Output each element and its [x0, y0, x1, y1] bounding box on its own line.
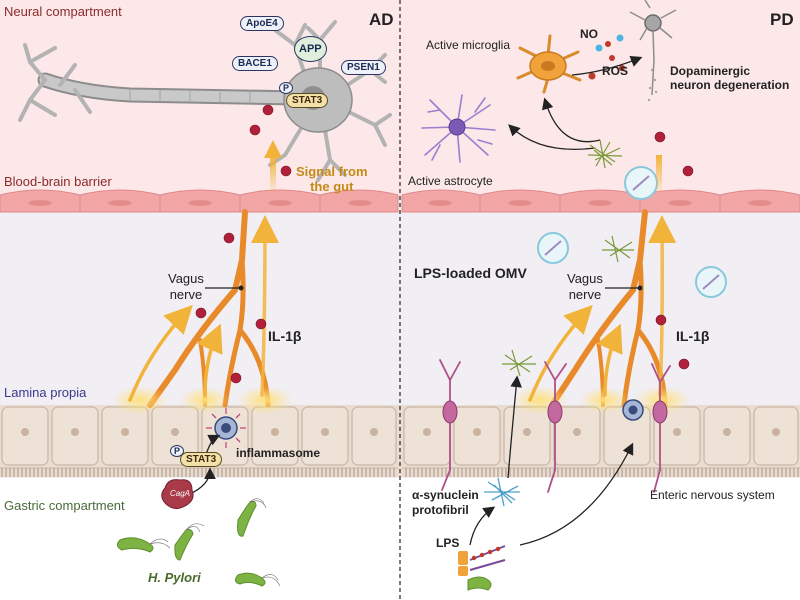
- no-label: NO: [580, 27, 598, 41]
- pd-disease-label: PD: [770, 10, 794, 29]
- alpha-synuclein-fibril: [484, 477, 520, 507]
- apoe4-label: ApoE4: [240, 16, 284, 31]
- pd-vagus-line1: Vagus: [567, 271, 603, 286]
- pd-signal-arrow: [656, 155, 662, 195]
- dopaminergic-line1: Dopaminergic: [670, 64, 751, 78]
- app-label: APP: [294, 36, 327, 62]
- lamina-propria-label: Lamina propia: [4, 385, 87, 400]
- ad-il1b-label: IL-1β: [268, 328, 302, 344]
- synuclein-to-astrocyte-arrow: [508, 124, 596, 151]
- ad-disease-label: AD: [369, 10, 394, 29]
- psen1-label: PSEN1: [341, 60, 386, 75]
- neural-compartment-label: Neural compartment: [4, 4, 122, 19]
- ad-yellow-arrows: [128, 215, 279, 402]
- enteric-nervous-system-label: Enteric nervous system: [650, 488, 775, 502]
- gut-stat3-label: STAT3: [180, 452, 223, 467]
- ad-vagus-line1: Vagus: [168, 271, 204, 286]
- neuron-phospho-label: P: [279, 82, 294, 94]
- dopaminergic-line2: neuron degeneration: [670, 78, 790, 92]
- ad-il1b-dots: [195, 104, 292, 384]
- ad-signal-arrow: [264, 140, 282, 195]
- active-microglia-cell: [516, 34, 582, 94]
- lps-omv-bubbles: [537, 166, 727, 298]
- active-microglia-label: Active microglia: [426, 38, 511, 52]
- signal-from-gut-label: Signal from the gut: [296, 164, 368, 194]
- synuclein-to-microglia-arrow: [542, 97, 601, 143]
- lps-to-synuclein-arrow: [469, 506, 496, 546]
- ad-glows: [112, 386, 293, 414]
- signal-from-gut-line1: Signal from: [296, 164, 368, 179]
- no-ros-particles: [588, 34, 625, 80]
- alpha-synuclein-label: α-synuclein protofibril: [412, 488, 479, 518]
- signal-from-gut-line2: the gut: [310, 179, 354, 194]
- lps-loaded-omv-label: LPS-loaded OMV: [414, 265, 527, 281]
- synuclein-fibrils: [502, 139, 634, 377]
- h-pylori-label: H. Pylori: [148, 570, 201, 585]
- pd-vagus-line2: nerve: [568, 287, 602, 302]
- pd-vagus-nerve-label: Vagus nerve: [567, 271, 603, 303]
- synuclein-up-arrow: [507, 375, 522, 479]
- caga-blob: [161, 479, 194, 510]
- lps-to-inflammasome-arrow: [519, 442, 634, 546]
- neuron-stat3-label: STAT3: [286, 93, 329, 108]
- ad-vagus-line2: nerve: [169, 287, 203, 302]
- pd-il1b-dots: [654, 131, 694, 370]
- alpha-synuclein-line2: protofibril: [412, 503, 469, 517]
- inflammasome-label: inflammasome: [236, 446, 321, 460]
- neuron-debris: [647, 68, 658, 102]
- enteric-neurons: [439, 359, 671, 493]
- blood-brain-barrier-cells: [0, 189, 800, 213]
- caga-label: CagA: [170, 489, 191, 498]
- astrocyte-nucleus: [448, 118, 466, 136]
- pd-il1b-label: IL-1β: [676, 328, 710, 344]
- lps-label: LPS: [436, 536, 460, 550]
- dopaminergic-neuron: [629, 0, 677, 96]
- enteric-neuron-bodies: [442, 400, 668, 424]
- lps-molecules: [458, 545, 506, 591]
- active-astrocyte-label: Active astrocyte: [408, 174, 493, 188]
- ad-vagus-nerve-label: Vagus nerve: [168, 271, 204, 303]
- ros-label: ROS: [602, 64, 629, 78]
- h-pylori-bacteria: [116, 498, 281, 587]
- ros-arrow: [571, 55, 643, 76]
- pd-inflammasome: [622, 399, 644, 421]
- gastric-compartment-label: Gastric compartment: [4, 498, 125, 513]
- blood-brain-barrier-label: Blood-brain barrier: [4, 174, 112, 189]
- bace1-label: BACE1: [232, 56, 278, 71]
- dopaminergic-label: Dopaminergic neuron degeneration: [670, 64, 789, 92]
- alpha-synuclein-line1: α-synuclein: [412, 488, 479, 502]
